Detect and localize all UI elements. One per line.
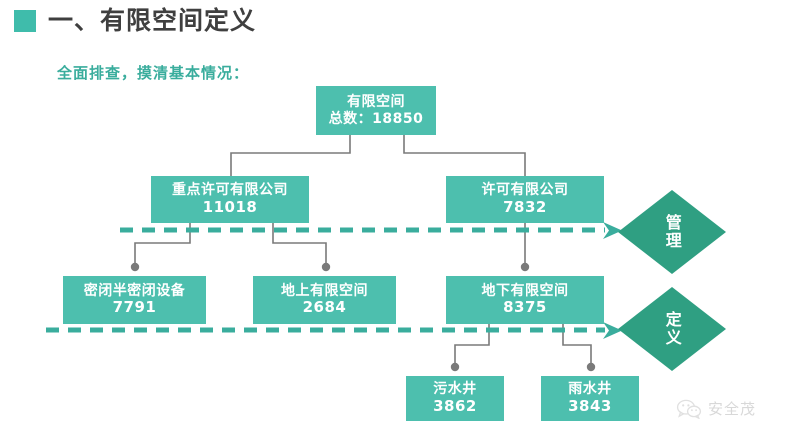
node-below-ground-label: 地下有限空间 [481,282,569,299]
subtitle-text: 全面排查，摸清基本情况： [57,64,250,82]
node-sealed-equipment-label: 密闭半密闭设备 [83,282,186,299]
node-permit-company-label: 许可有限公司 [481,182,569,199]
node-total-value: 总数：18850 [328,110,424,127]
node-permit-company-value: 7832 [503,197,547,216]
node-sewage-well-label: 污水井 [433,381,477,398]
node-rain-well-value: 3843 [568,396,612,415]
page-title: 一、有限空间定义 [48,6,257,35]
diamond-define-label: 定义 [662,311,682,347]
diamond-manage[interactable]: 管理 [618,190,726,274]
node-above-ground[interactable]: 地上有限空间 2684 [253,276,396,324]
node-sewage-well[interactable]: 污水井 3862 [406,376,504,421]
node-key-permit-company[interactable]: 重点许可有限公司 11018 [151,176,309,223]
node-above-ground-value: 2684 [302,298,347,317]
node-key-permit-company-label: 重点许可有限公司 [172,182,288,199]
node-rain-well[interactable]: 雨水井 3843 [541,376,639,421]
node-above-ground-label: 地上有限空间 [281,282,368,299]
watermark: 安全茂 [676,398,757,420]
wechat-icon [676,399,702,420]
node-below-ground[interactable]: 地下有限空间 8375 [446,276,604,324]
node-sealed-equipment[interactable]: 密闭半密闭设备 7791 [63,276,206,324]
node-sealed-equipment-value: 7791 [112,298,157,317]
header-bullet-icon [14,9,36,32]
page-header: 一、有限空间定义 [14,8,256,33]
node-total[interactable]: 有限空间 总数：18850 [316,86,436,135]
node-key-permit-company-value: 11018 [202,197,258,216]
node-below-ground-value: 8375 [503,298,547,317]
node-permit-company[interactable]: 许可有限公司 7832 [446,176,604,223]
node-sewage-well-value: 3862 [433,396,477,415]
node-rain-well-label: 雨水井 [568,381,612,398]
diamond-define[interactable]: 定义 [618,287,726,371]
watermark-text: 安全茂 [708,400,757,418]
node-total-label: 有限空间 [347,93,405,110]
diamond-manage-label: 管理 [662,214,682,250]
